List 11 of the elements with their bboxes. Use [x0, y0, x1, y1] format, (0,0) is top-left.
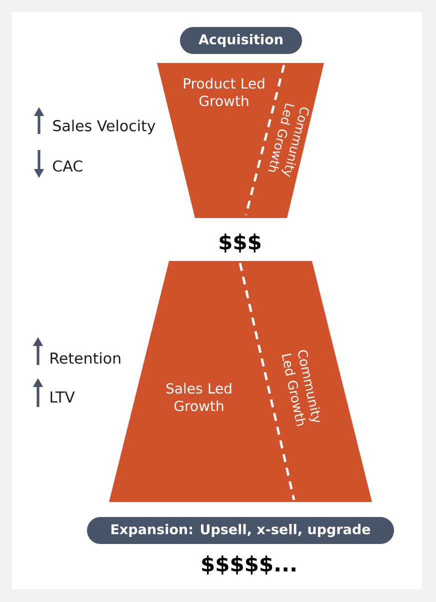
stage-pill: Expansion: Upsell, x-sell, upgrade: [87, 517, 394, 544]
section-label: Sales Led Growth: [166, 382, 232, 412]
section-label: Community Led Growth: [282, 350, 320, 426]
stage-pill: Acquisition: [180, 27, 302, 54]
dollar-signs: $$$: [220, 234, 260, 253]
dollar-signs: $$$$$...: [202, 555, 296, 575]
section-label: Product Led Growth: [184, 78, 264, 106]
funnel-section: [157, 63, 324, 218]
metric-label: CAC: [53, 160, 82, 172]
metric-label: Retention: [50, 352, 120, 364]
metric-label: LTV: [50, 392, 75, 402]
